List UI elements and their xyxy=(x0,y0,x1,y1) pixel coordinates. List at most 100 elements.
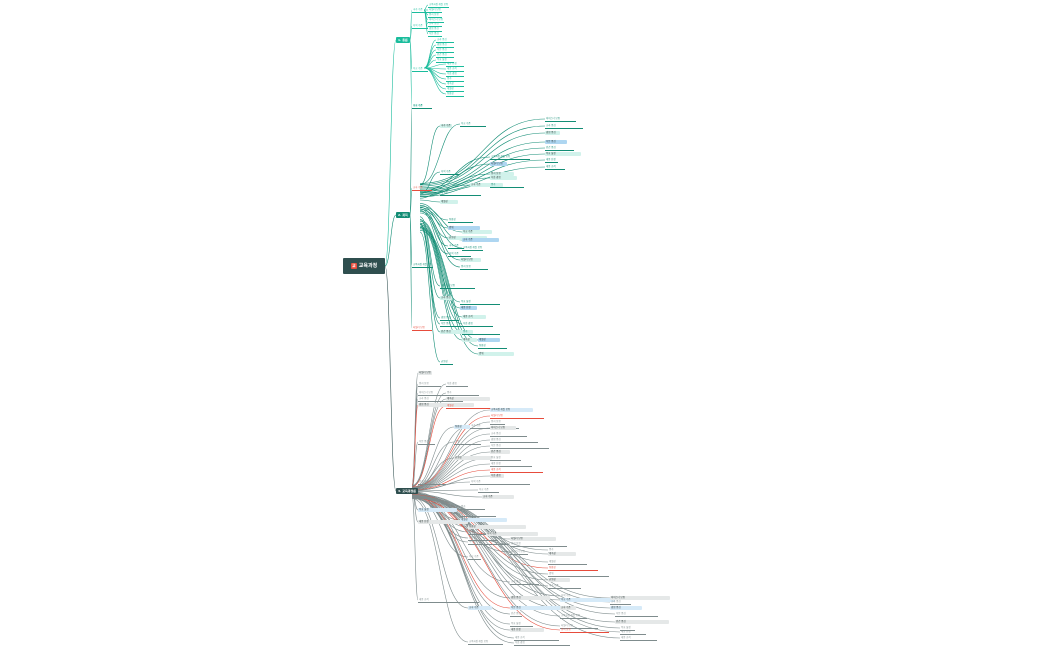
mind-map-node[interactable]: 계속성 xyxy=(548,552,576,556)
mind-map-node[interactable]: 지역 수준 xyxy=(440,170,459,175)
mind-map-node[interactable]: 인간 중심 xyxy=(418,480,446,485)
mind-map-node[interactable]: 타일러 모형 xyxy=(428,8,442,13)
mind-map-node[interactable]: 계열성 xyxy=(446,404,501,409)
mind-map-node[interactable]: 균형성 xyxy=(468,536,498,541)
mind-map-node[interactable]: 통합성 xyxy=(454,425,470,429)
mind-map-node[interactable]: 지역 수준 xyxy=(412,24,428,29)
mind-map-node[interactable]: 계속성 xyxy=(446,397,490,401)
mind-map-node[interactable]: 타일러 모형 xyxy=(510,537,556,541)
mind-map-node[interactable]: 내용 조직 xyxy=(462,315,486,319)
mind-map-node[interactable]: 평가 xyxy=(460,505,485,510)
mind-map-node[interactable]: 범위 xyxy=(548,572,609,577)
mind-map-node[interactable]: 아이즈너 모형 xyxy=(418,391,452,396)
mind-map-node[interactable]: 학교 수준 xyxy=(462,230,492,234)
mind-map-node[interactable]: 계속성 xyxy=(446,82,464,87)
mind-map-node[interactable]: 경험 중심 xyxy=(510,596,550,600)
mind-map-node[interactable]: 학문 중심 xyxy=(490,444,549,449)
mind-map-node[interactable]: 학문 중심 xyxy=(436,48,454,53)
mind-map-node[interactable]: 아이즈너 모형 xyxy=(440,284,475,289)
mind-map-node[interactable]: 통합성 xyxy=(548,566,598,571)
mind-map-node[interactable]: 타일러 모형 xyxy=(560,624,598,629)
mind-map-node[interactable]: 내용 선정 xyxy=(620,630,646,635)
mind-map-node[interactable]: 워커 모형 xyxy=(490,172,514,176)
mind-map-node[interactable]: 교사 수준 xyxy=(468,606,492,610)
mind-map-node[interactable]: 목표 설정 xyxy=(460,300,500,305)
mind-map-node[interactable]: 평가 xyxy=(446,77,464,82)
mind-map-node[interactable]: 학문 중심 xyxy=(615,612,658,617)
mind-map-node[interactable]: 교육과정 개발 모형 xyxy=(468,640,503,645)
mind-map-node[interactable]: 경험 중심 xyxy=(440,316,459,321)
mind-map-node[interactable]: 학습 경험 xyxy=(490,474,504,478)
mind-map-node[interactable]: 교육과정 개발 모형 xyxy=(462,246,484,251)
mind-map-node[interactable]: 범위 xyxy=(468,530,487,535)
mind-map-node[interactable]: 워커 모형 xyxy=(560,628,609,633)
mind-map-node[interactable]: 지역 수준 xyxy=(448,252,471,257)
mind-map-node[interactable]: 내용 조직 xyxy=(514,636,559,641)
mind-map-node[interactable]: 내용 선정 xyxy=(490,462,532,467)
mind-map-node[interactable]: 학문 중심 xyxy=(545,140,567,144)
mind-map-node[interactable]: 내용 조직 xyxy=(418,598,479,603)
mind-map-node[interactable]: 교과 중심 xyxy=(490,432,527,437)
mind-map-node[interactable]: 국가 수준 xyxy=(548,584,581,589)
mind-map-node[interactable]: 학교 수준 xyxy=(412,67,428,72)
mind-map-node[interactable]: 목표 설정 xyxy=(418,508,457,512)
mind-map-node[interactable]: 타일러 모형 xyxy=(412,326,432,331)
mind-map-node[interactable]: 인간 중심 xyxy=(510,612,522,617)
mind-map-node[interactable]: 범위 xyxy=(454,440,481,445)
mind-map-node[interactable]: 교육과정 개발 모형 xyxy=(412,263,434,268)
mind-map-node[interactable]: 아이즈너 모형 xyxy=(610,596,670,600)
mind-map-node[interactable]: 경험 중심 xyxy=(436,43,454,48)
mind-map-node[interactable]: 워커 모형 xyxy=(510,542,567,547)
mind-map-node[interactable]: 워커 모형 xyxy=(418,382,441,387)
branch-1-node[interactable]: 1. 총론 xyxy=(396,37,410,43)
mind-map-node[interactable]: 학문 중심 xyxy=(428,32,442,37)
mind-map-node[interactable]: 경험 중심 xyxy=(418,403,474,407)
mind-map-node[interactable]: 국가 수준 xyxy=(448,244,464,249)
mind-map-node[interactable]: 타일러 모형 xyxy=(490,414,544,419)
mind-map-node[interactable]: 국가 수준 xyxy=(440,124,452,128)
mind-map-node[interactable]: 내용 조직 xyxy=(490,468,543,473)
mind-map-node[interactable]: 타일러 모형 xyxy=(418,371,432,375)
mind-map-node[interactable]: 내용 선정 xyxy=(510,628,544,632)
mind-map-node[interactable]: 경험 중심 xyxy=(490,438,538,443)
branch-3-node[interactable]: 3. 교육과정론 xyxy=(396,488,419,494)
mind-map-node[interactable]: 내용 조직 xyxy=(446,67,464,72)
mind-map-node[interactable]: 계열성 xyxy=(548,560,587,565)
mind-map-node[interactable]: 국가 수준 xyxy=(412,8,428,13)
mind-map-node[interactable]: 지역 수준 xyxy=(486,532,538,536)
mind-map-node[interactable]: 인간 중심 xyxy=(545,146,574,151)
mind-map-node[interactable]: 학습 경험 xyxy=(514,641,570,646)
mind-map-node[interactable]: 인간 중심 xyxy=(440,330,473,334)
mind-map-node[interactable]: 내용 선정 xyxy=(545,158,558,163)
mind-map-node[interactable]: 목표 설정 xyxy=(436,58,454,63)
mind-map-node[interactable]: 워커 모형 xyxy=(460,265,488,270)
mind-map-node[interactable]: 목표 설정 xyxy=(620,626,635,631)
mind-map-node[interactable]: 균형성 xyxy=(454,456,492,460)
mind-map-node[interactable]: 학문 중심 xyxy=(418,440,435,445)
mind-map-node[interactable]: 교과 중심 xyxy=(418,397,463,402)
mind-map-node[interactable]: 평가 xyxy=(490,183,524,188)
mind-map-node[interactable]: 통합성 xyxy=(446,92,464,97)
mind-map-node[interactable]: 목표 설정 xyxy=(510,622,533,627)
mind-map-node[interactable]: 교과 중심 xyxy=(510,580,539,585)
mind-map-node[interactable]: 내용 조직 xyxy=(545,165,565,170)
mind-map-node[interactable]: 계속성 xyxy=(462,338,477,342)
mind-map-node[interactable]: 내용 선정 xyxy=(418,520,468,524)
mind-map-node[interactable]: 교사 수준 xyxy=(462,238,499,242)
mind-map-node[interactable]: 경험 중심 xyxy=(545,131,560,135)
mind-map-node[interactable]: 내용 조직 xyxy=(620,636,657,641)
mind-map-node[interactable]: 균형성 xyxy=(440,360,453,365)
mind-map-node[interactable]: 학문 중심 xyxy=(440,322,466,327)
mind-map-node[interactable]: 교육과정 개발 모형 xyxy=(490,408,533,412)
mind-map-node[interactable]: 학교 수준 xyxy=(468,555,481,560)
mind-map-node[interactable]: 범위 xyxy=(448,226,480,230)
mind-map-node[interactable]: 범위 xyxy=(478,352,514,356)
mind-map-node[interactable]: 학교 수준 xyxy=(560,598,615,602)
mind-map-node[interactable]: 학습 경험 xyxy=(446,382,468,387)
mind-map-node[interactable]: 학교 수준 xyxy=(478,488,499,493)
branch-2-node[interactable]: 2. 과목 xyxy=(396,212,410,218)
mind-map-node[interactable]: 교사 수준 xyxy=(470,183,503,187)
mind-map-node[interactable]: 학습 경험 xyxy=(446,72,464,77)
mind-map-node[interactable]: 교사 수준 xyxy=(482,495,514,499)
mind-map-node[interactable]: 통합성 xyxy=(468,525,526,529)
